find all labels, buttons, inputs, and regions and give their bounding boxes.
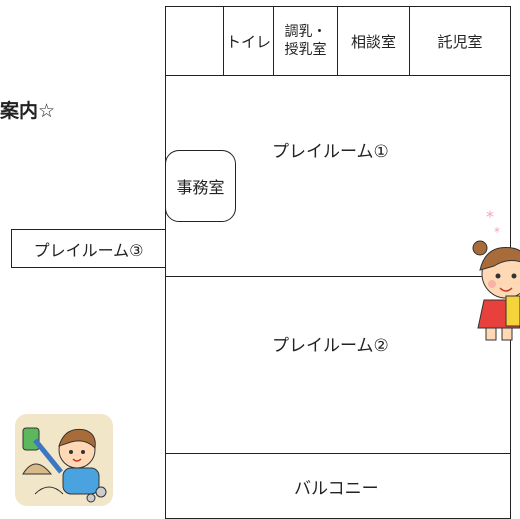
balcony-label: バルコニー bbox=[294, 479, 379, 499]
office-label: 事務室 bbox=[176, 178, 225, 197]
star-icon: ☆ bbox=[38, 100, 56, 122]
top-empty-cell bbox=[165, 6, 224, 76]
consult-label: 相談室 bbox=[350, 32, 396, 51]
play-room-3-label: プレイルーム③ bbox=[33, 240, 144, 260]
balcony-divider bbox=[165, 453, 511, 454]
nursing-label-line2: 授乳室 bbox=[284, 42, 327, 58]
childcare-room: 託児室 bbox=[409, 6, 511, 76]
heading-text: 案内 bbox=[0, 100, 39, 122]
page-heading: 案内☆ bbox=[0, 96, 55, 123]
nursing-label-line1: 調乳・ bbox=[284, 24, 327, 40]
child-playing-sandbox-icon bbox=[15, 414, 113, 506]
play-room-3: プレイルーム③ bbox=[11, 229, 166, 268]
floor-plan bbox=[165, 6, 511, 519]
room-divider bbox=[165, 276, 511, 277]
consultation-room: 相談室 bbox=[337, 6, 410, 76]
svg-text:*: * bbox=[494, 225, 500, 239]
nursing-room: 調乳・ 授乳室 bbox=[273, 6, 338, 76]
office-room: 事務室 bbox=[165, 150, 236, 222]
childcare-label: 託児室 bbox=[437, 32, 483, 51]
play-room-1-label: プレイルーム① bbox=[272, 142, 389, 162]
play-room-2-label: プレイルーム② bbox=[272, 336, 389, 356]
children-playing-icon: * * bbox=[466, 200, 520, 344]
toilet-label: トイレ bbox=[225, 32, 271, 51]
toilet-room: トイレ bbox=[223, 6, 274, 76]
svg-text:*: * bbox=[486, 207, 494, 226]
